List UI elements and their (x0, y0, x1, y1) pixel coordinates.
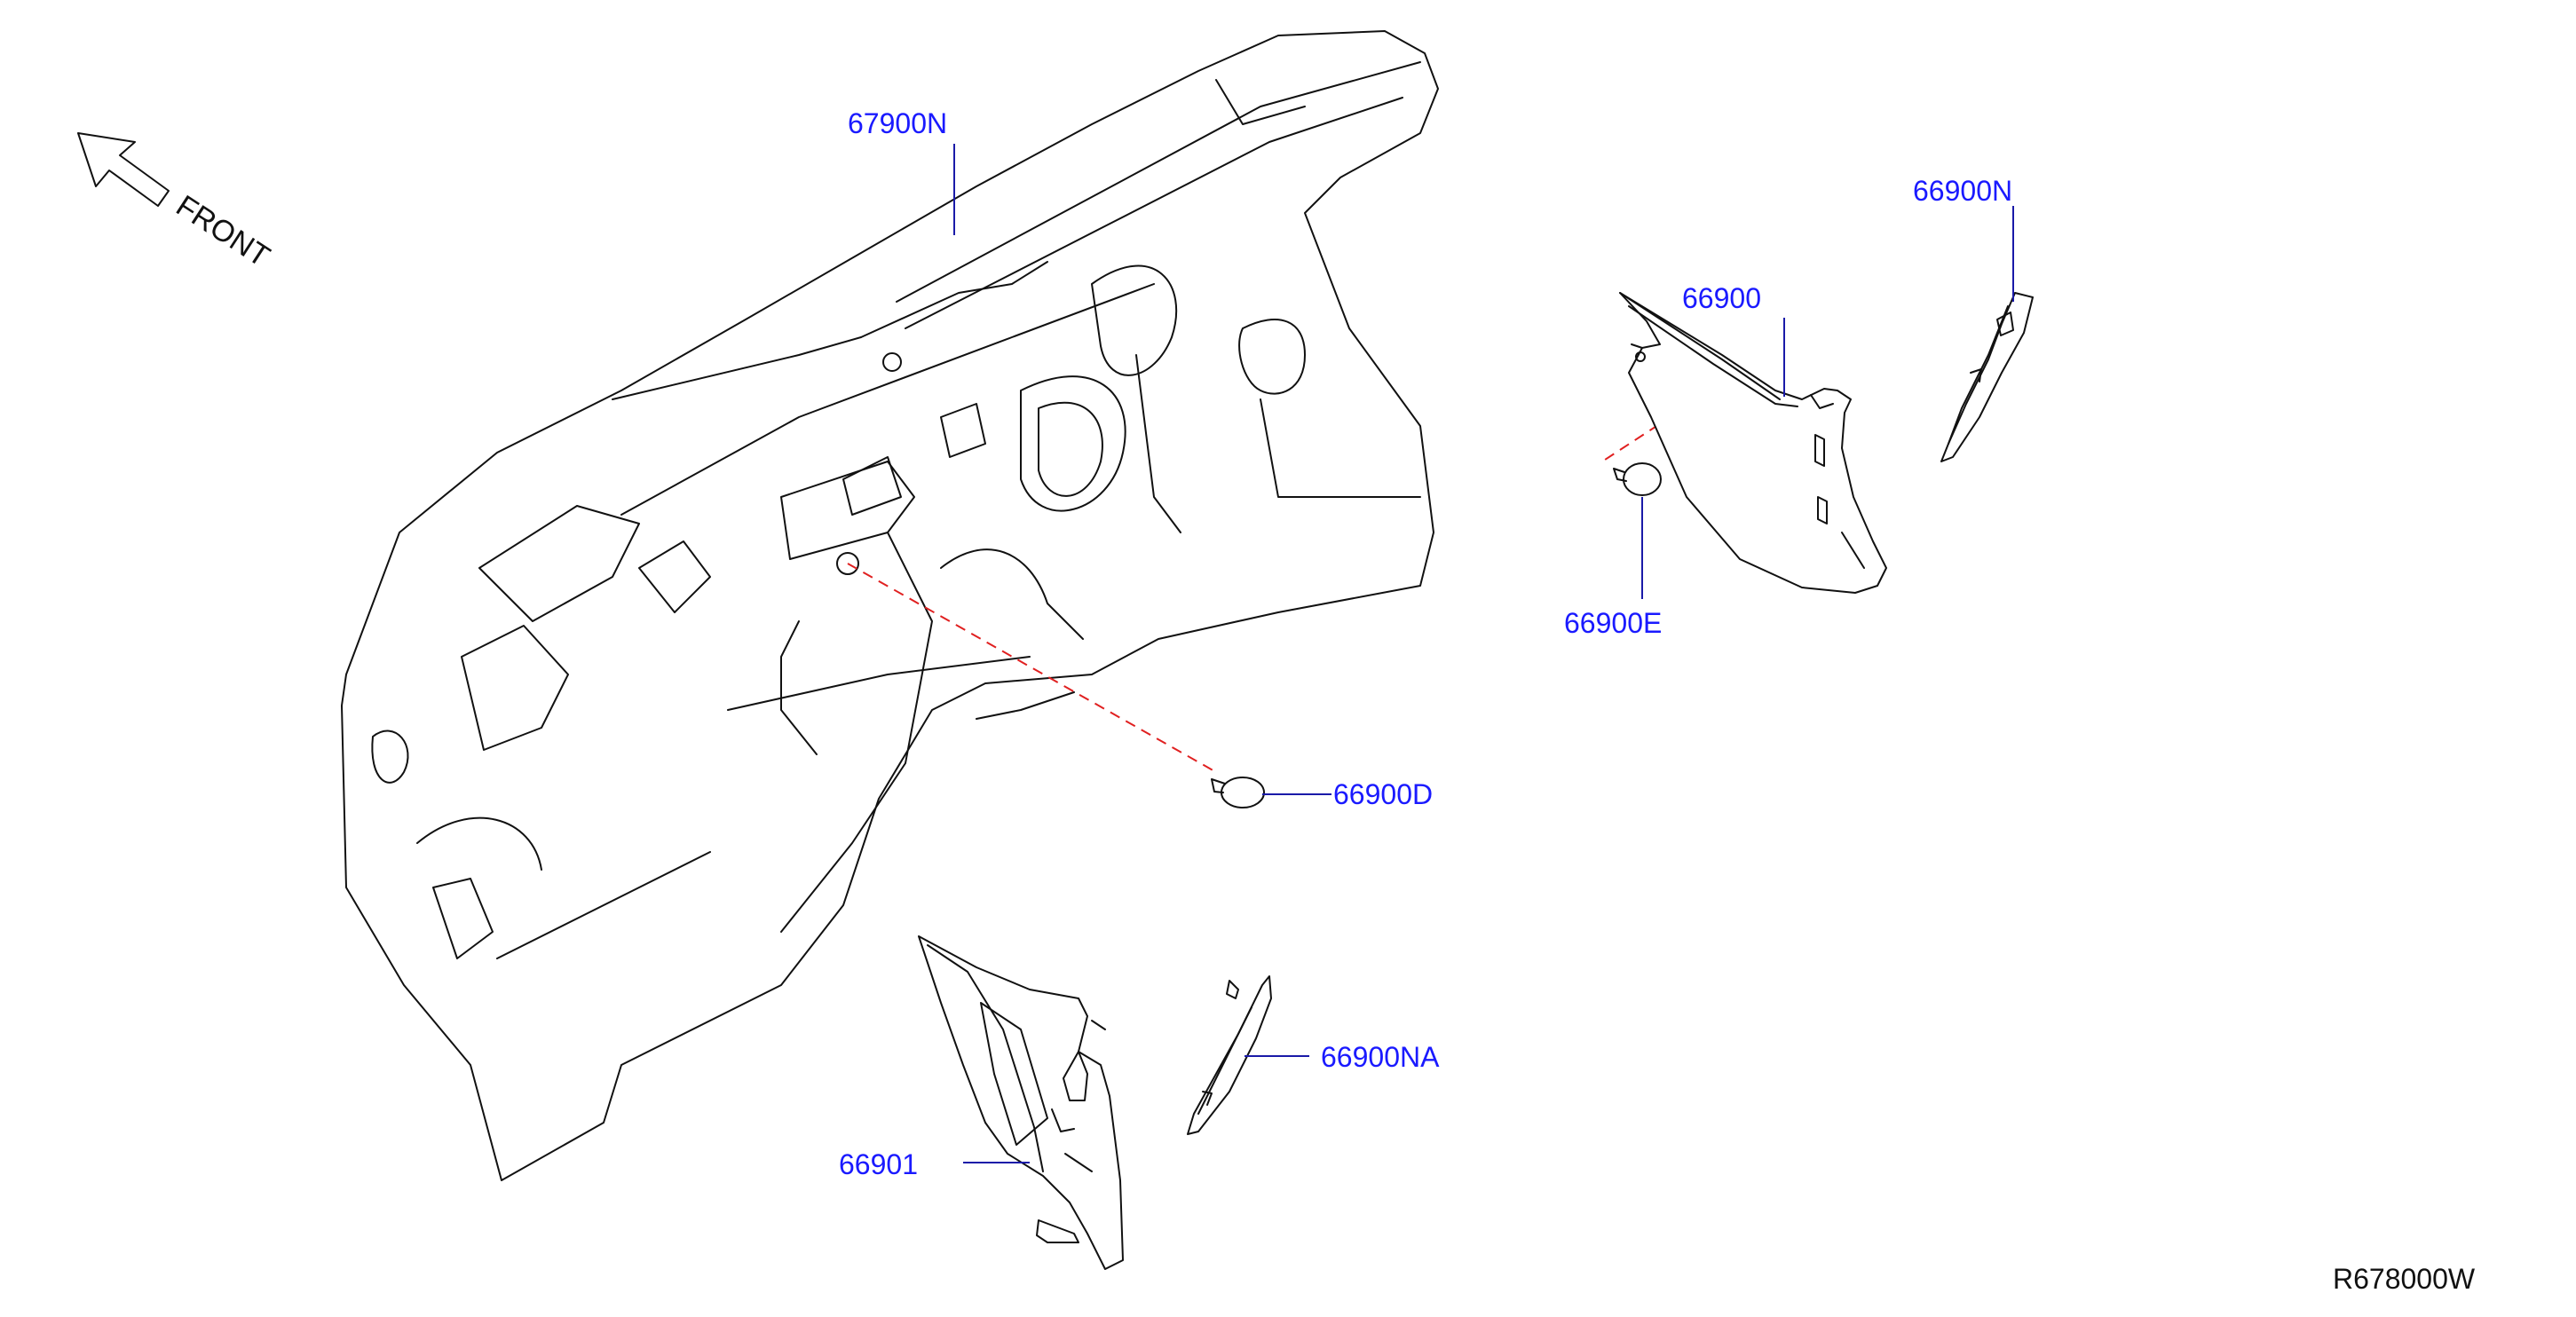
diagram-id: R678000W (2333, 1263, 2476, 1295)
callout-66900D: 66900D (1333, 778, 1433, 810)
front-label: FRONT (170, 189, 276, 274)
callout-66901: 66901 (839, 1148, 918, 1180)
front-arrow-icon (77, 132, 170, 207)
trim-66900-drawing (1619, 292, 1887, 594)
callout-67900N: 67900N (848, 107, 947, 139)
callout-66900N: 66900N (1913, 175, 2012, 207)
clip-66900D-drawing (1211, 777, 1265, 808)
trim-66901-drawing (918, 935, 1124, 1270)
trim-66900NA-drawing (1187, 975, 1272, 1135)
clip-66900E-drawing (1613, 462, 1662, 496)
callout-66900: 66900 (1682, 282, 1761, 314)
callout-66900NA: 66900NA (1321, 1041, 1440, 1073)
reference-line-66900E (1601, 376, 1707, 462)
dash-insulator-drawing (341, 30, 1439, 1181)
trim-66900N-drawing (1940, 292, 2034, 462)
callout-66900E: 66900E (1564, 607, 1662, 639)
